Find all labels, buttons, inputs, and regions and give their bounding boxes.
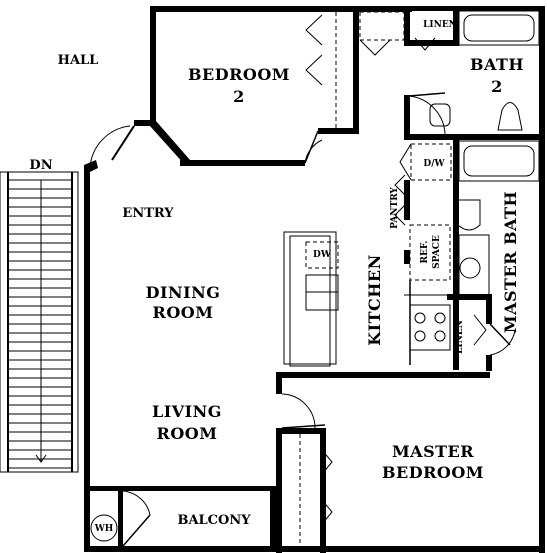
label-entry: ENTRY bbox=[122, 206, 174, 221]
staircase bbox=[0, 171, 79, 473]
label-ref: REF. bbox=[420, 241, 430, 264]
stove-icon bbox=[409, 304, 451, 351]
label-master-bedroom: BEDROOM bbox=[382, 463, 484, 482]
label-balcony: BALCONY bbox=[177, 513, 251, 528]
island-dishwasher bbox=[305, 241, 339, 269]
label-ref-space: SPACE bbox=[432, 235, 442, 269]
label-dn: DN bbox=[29, 158, 52, 173]
label-wh: WH bbox=[94, 524, 114, 534]
label-dining-room: ROOM bbox=[153, 303, 214, 322]
doors bbox=[89, 12, 516, 547]
water-heater-icon bbox=[90, 514, 118, 542]
label-living-room: ROOM bbox=[157, 424, 218, 443]
label-pantry: PANTRY bbox=[390, 187, 400, 229]
label-master-bath: MASTER BATH bbox=[501, 191, 520, 333]
label-bath-2-number: 2 bbox=[491, 77, 503, 96]
label-linen-top: LINEN bbox=[423, 20, 457, 30]
label-hall: HALL bbox=[58, 53, 99, 68]
sink-icon bbox=[497, 102, 523, 131]
label-living: LIVING bbox=[152, 402, 222, 421]
refrigerator-space bbox=[409, 224, 451, 281]
kitchen-island bbox=[283, 231, 337, 365]
toilet-icon bbox=[429, 103, 451, 127]
fixtures bbox=[90, 10, 540, 542]
master-sink-icon bbox=[459, 257, 481, 279]
dishwasher-icon bbox=[410, 143, 452, 181]
toilet-icon-master bbox=[457, 199, 481, 231]
label-dining: DINING bbox=[146, 283, 221, 302]
label-bath-2: BATH bbox=[470, 55, 524, 74]
room-labels: HALL BEDROOM 2 LINEN BATH 2 DN ENTRY D/W… bbox=[29, 20, 524, 534]
label-kitchen: KITCHEN bbox=[365, 254, 384, 345]
label-master: MASTER bbox=[392, 442, 474, 461]
label-dw-island: DW bbox=[313, 250, 332, 260]
label-linen-side: LINEN bbox=[455, 320, 465, 354]
label-bedroom-2: BEDROOM bbox=[188, 65, 290, 84]
down-arrow-icon bbox=[35, 454, 47, 463]
label-bedroom-2-number: 2 bbox=[233, 87, 245, 106]
label-dw-upper: D/W bbox=[423, 159, 445, 169]
